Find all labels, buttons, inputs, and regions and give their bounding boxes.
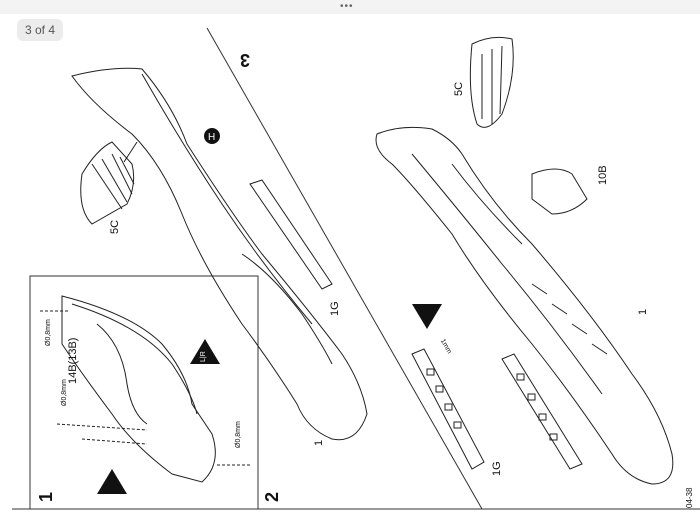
step-2-number: 2 [262,492,282,502]
part-5C-right-label: 5C [453,82,465,96]
part-14B-label: 14B(13B) [67,338,79,384]
sheet-code: 04-38 [685,487,694,508]
step1-inset-box [29,275,259,510]
part-H-marker [204,128,220,144]
warning-triangle-icon [97,304,442,494]
page-counter-badge: 3 of 4 [17,19,64,41]
part-H-label: H [208,132,215,143]
part-1G-mid-label: 1G [329,301,341,316]
assembled-fuselage-drawing [375,36,674,485]
tail-part-5C-left-drawing [80,141,138,225]
drag-handle-icon[interactable]: ••• [340,1,354,12]
dimension-1mm: 1mm [439,338,453,355]
instruction-sheet: H 3 2 1 5C 5C 1G 1G 10B 14B(13B) 1 1 Ø0,… [12,27,700,510]
part-5C-left-label: 5C [109,220,121,234]
drill-size-c: Ø0,8mm [235,421,242,448]
part-10B-label: 10B [597,165,609,185]
exhaust-strip-drawings [411,348,583,470]
part-1G-right-label: 1G [491,461,503,476]
step-3-number: 3 [240,50,250,70]
left-fuselage-drawing [71,67,368,441]
part-1-right-label: 1 [637,309,649,315]
left-right-mark: L|R [200,351,207,362]
drill-size-a: Ø0,8mm [45,319,52,346]
drill-size-b: Ø0,8mm [61,379,68,406]
part-1-mid-label: 1 [313,440,325,446]
step-1-number: 1 [36,492,56,502]
section-divider [206,27,483,510]
viewer-top-bar: ••• [0,0,700,14]
fuselage-detail-drawing [40,295,252,483]
